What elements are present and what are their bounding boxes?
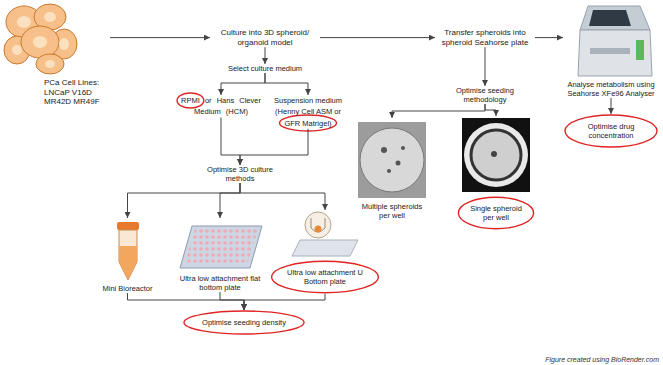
analyser-body — [578, 30, 652, 76]
spheroid — [491, 151, 497, 157]
seahorse-analyser — [578, 6, 652, 76]
flow-arrow — [392, 104, 485, 118]
flow-arrow — [128, 183, 241, 218]
step-text: Ultra low attachment flat bottom plate — [175, 274, 265, 292]
cell-cluster — [4, 4, 77, 74]
step-text: Analyse metabolism using Seahorse XFe96 … — [563, 80, 659, 98]
analyser-top — [580, 6, 650, 30]
cell — [21, 26, 59, 58]
step-text: RPMI or Hans Clever Medium (HCM) — [180, 95, 262, 118]
flow-arrow — [485, 104, 496, 116]
step-text: Multiple spheroids per well — [360, 202, 424, 220]
well — [471, 130, 521, 180]
step-text: PCa Cell Lines: LNCaP V16D MR42D MR49F — [44, 78, 110, 107]
highlight-ellipse — [458, 197, 533, 228]
highlight-ellipse — [565, 115, 657, 147]
flow-arrow — [221, 73, 265, 95]
cell — [36, 54, 64, 74]
culture-method: Ultra low attachment flat bottom plate — [175, 218, 265, 292]
bioreactor-tube — [117, 222, 139, 280]
step-text: Culture into 3D spheroid/ organoid model — [210, 28, 320, 47]
flow-arrow — [535, 37, 563, 38]
flow-arrow — [110, 37, 210, 38]
well-rim — [464, 123, 528, 187]
spheroid — [381, 147, 387, 153]
flow-arrow — [244, 294, 325, 310]
process-step: Optimise 3D culture methods — [200, 165, 280, 183]
cell-nucleus — [17, 16, 31, 28]
flow-arrow — [240, 129, 308, 165]
flat-bottom-plate — [180, 226, 262, 268]
step-text: Ultra low attachment U Bottom plate — [285, 268, 365, 286]
process-step: Select culture medium — [220, 64, 310, 73]
analyser-screen — [589, 10, 631, 26]
seeding-option: Multiple spheroids per well — [360, 118, 424, 220]
step-text: Select culture medium — [220, 64, 310, 73]
flow-arrow — [265, 73, 308, 95]
spheroid — [401, 146, 405, 150]
figure-caption: Figure created using BioRender.com — [545, 356, 659, 363]
cell-nucleus — [12, 45, 22, 55]
culture-method: Ultra low attachment U Bottom plate — [285, 210, 365, 294]
flow-arrow — [265, 47, 266, 64]
highlight-ellipse — [184, 311, 304, 334]
flow-arrow — [220, 292, 244, 310]
circled-step: Optimise seeding density — [183, 310, 305, 335]
highlight-ellipse — [272, 261, 379, 292]
flow-arrow — [220, 183, 240, 218]
plate-body — [292, 240, 358, 256]
plate-body — [180, 226, 262, 268]
spheroid — [315, 226, 322, 233]
process-step: Optimise seeding methodology — [440, 86, 530, 104]
tube-liquid — [119, 246, 137, 280]
circled-step: Optimise drug concentration — [564, 114, 658, 148]
step-text: Mini Bioreactor — [95, 284, 160, 293]
status-light — [636, 40, 644, 60]
flow-arrow — [221, 118, 240, 166]
spheroid — [396, 161, 401, 166]
plate-wells — [184, 229, 258, 265]
step-text: Single spheroid per well — [464, 204, 528, 222]
medium-option: RPMI or Hans Clever Medium (HCM) — [180, 95, 262, 118]
tube-body — [119, 230, 137, 280]
single-spheroid-image — [462, 118, 530, 192]
spheroid — [387, 169, 391, 173]
step-text: Suspension medium (Henny Cell ASM or GFR… — [268, 95, 348, 129]
step-text: Optimise seeding methodology — [440, 86, 530, 104]
flow-arrow — [320, 37, 435, 38]
well — [360, 128, 424, 192]
culture-method: Mini Bioreactor — [95, 218, 160, 293]
cell-nucleus — [59, 38, 69, 50]
cell-lines-node: PCa Cell Lines: LNCaP V16D MR42D MR49F — [2, 2, 110, 107]
u-bottom-plate — [292, 212, 358, 256]
tube-cap — [117, 222, 139, 230]
flow-arrow — [485, 47, 486, 86]
analyser-node: Analyse metabolism using Seahorse XFe96 … — [563, 2, 659, 98]
process-step: Culture into 3D spheroid/ organoid model — [210, 28, 320, 47]
micrograph — [358, 122, 426, 198]
cell-nucleus — [45, 60, 55, 68]
flow-arrow — [611, 98, 612, 114]
seeding-option: Single spheroid per well — [464, 116, 528, 228]
micrograph — [462, 118, 530, 192]
flow-arrow — [240, 183, 325, 210]
step-text: Optimise seeding density — [199, 318, 289, 327]
cell-nucleus — [33, 36, 47, 48]
multiple-spheroids-image — [358, 122, 426, 198]
step-text: Optimise drug concentration — [578, 122, 644, 140]
process-step: Transfer spheroids into spheroid Seahors… — [435, 28, 535, 47]
u-well — [311, 218, 325, 232]
plate-slot — [590, 48, 630, 54]
well-magnifier — [305, 212, 331, 238]
step-text: Optimise 3D culture methods — [200, 165, 280, 183]
flow-arrow — [128, 293, 245, 310]
cell-nucleus — [44, 12, 56, 22]
medium-option: Suspension medium (Henny Cell ASM or GFR… — [268, 95, 348, 129]
step-text: Transfer spheroids into spheroid Seahors… — [435, 28, 535, 47]
